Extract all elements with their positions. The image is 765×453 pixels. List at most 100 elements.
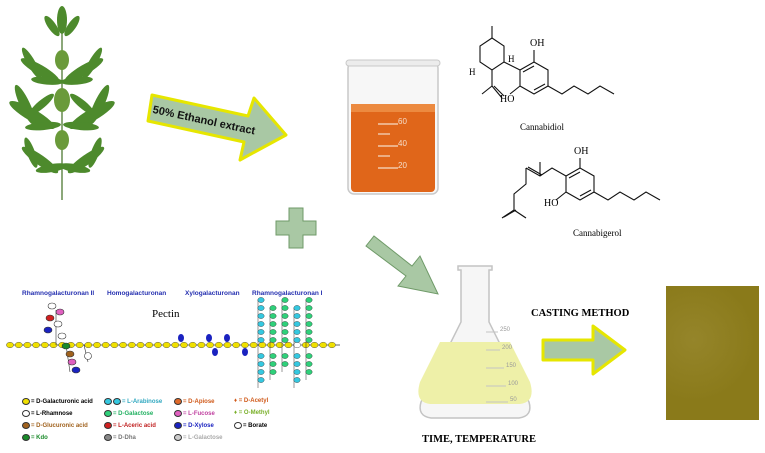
legend-glucuronic: = D-Glucuronic acid: [22, 422, 88, 429]
backbone-residue: [127, 341, 136, 349]
backbone-residue: [188, 341, 197, 349]
cbd-h-2: H: [469, 67, 476, 77]
rg1-sugar-residue: [293, 313, 301, 319]
cbd-h-1: H: [508, 54, 515, 64]
beaker-mark-60: 60: [398, 117, 407, 126]
flask-mark-50: 50: [510, 397, 517, 403]
rg1-sugar-residue: [269, 329, 277, 335]
rg1-sugar-residue: [257, 361, 265, 367]
rg1-sugar-residue: [281, 337, 289, 343]
rg1-sugar-residue: [257, 305, 265, 311]
rg1-sugar-residue: [305, 329, 313, 335]
legend-dha: = D-Dha: [104, 434, 136, 441]
pectin-region-hg: Homogalacturonan: [107, 290, 167, 297]
backbone-residue: [319, 341, 328, 349]
rg1-sugar-residue: [305, 297, 313, 303]
rg1-sugar-residue: [305, 369, 313, 375]
backbone-residue: [171, 341, 180, 349]
legend-methyl: ♦ = O-Methyl: [234, 410, 270, 416]
rg1-sugar-residue: [293, 369, 301, 375]
rg1-sugar-residue: [305, 313, 313, 319]
backbone-residue: [241, 341, 249, 349]
cannabidiol-label: Cannabidiol: [520, 122, 564, 132]
flask-mark-150: 150: [506, 363, 517, 369]
legend-acetyl: ♦ = D-Acetyl: [234, 398, 269, 404]
rg1-sugar-residue: [293, 337, 301, 343]
rg1-sugar-residue: [305, 305, 313, 311]
legend-galactose: = D-Galactose: [104, 410, 153, 417]
backbone-residue: [145, 341, 154, 349]
rg1-sugar-residue: [269, 337, 277, 343]
backbone-residue: [84, 341, 93, 349]
pectin-region-rg1: Rhamnogalacturonan I: [252, 290, 323, 297]
rg1-sugar-residue: [281, 329, 289, 335]
legend-aceric: = L-Aceric acid: [104, 422, 156, 429]
backbone-residue: [75, 341, 84, 349]
legend-arabinose: = L-Arabinose: [104, 398, 162, 405]
rg1-sugar-residue: [269, 313, 277, 319]
rg1-sugar-residue: [269, 361, 277, 367]
rg1-sugar-residue: [281, 361, 289, 367]
rg1-sugar-residue: [293, 353, 301, 359]
backbone-residue: [49, 341, 58, 349]
backbone-residue: [232, 341, 241, 349]
pectin-region-xg: Xylogalacturonan: [185, 290, 240, 297]
beaker-mark-20: 20: [398, 161, 407, 170]
rg1-sugar-residue: [281, 313, 289, 319]
rg1-sugar-residue: [305, 337, 313, 343]
legend-borate: = Borate: [234, 422, 267, 429]
backbone-residue: [40, 341, 49, 349]
backbone-residue: [14, 341, 23, 349]
rg1-sugar-residue: [257, 369, 265, 375]
rg1-sugar-residue: [293, 329, 301, 335]
backbone-residue: [101, 341, 110, 349]
backbone-residue: [93, 341, 101, 349]
pectin-film-image: [666, 286, 759, 420]
rg1-sugar-residue: [269, 305, 277, 311]
backbone-residue: [23, 341, 32, 349]
rg1-sugar-residue: [269, 321, 277, 327]
rg1-sugar-residue: [293, 361, 301, 367]
backbone-residue: [197, 341, 206, 349]
casting-method-label: CASTING METHOD: [531, 308, 630, 319]
legend-apiose: = D-Apiose: [174, 398, 215, 405]
rg1-sugar-residue: [281, 353, 289, 359]
rg1-sugar-residue: [293, 305, 301, 311]
backbone-residue: [310, 341, 319, 349]
rg1-sugar-residue: [281, 305, 289, 311]
backbone-residue: [223, 341, 232, 349]
rg1-sugar-residue: [305, 361, 313, 367]
rg1-sugar-residue: [293, 321, 301, 327]
time-temperature-label: TIME, TEMPERATURE: [422, 434, 536, 445]
cannabigerol-label: Cannabigerol: [573, 228, 622, 238]
rg1-sugar-residue: [269, 369, 277, 375]
rg1-sugar-residue: [257, 297, 265, 303]
rg1-sugar-residue: [257, 321, 265, 327]
backbone-residue: [6, 341, 14, 349]
backbone-residue: [154, 341, 162, 349]
legend-l-galactose: = L-Galactose: [174, 434, 223, 441]
backbone-residue: [249, 341, 258, 349]
flask-mark-100: 100: [508, 381, 519, 387]
legend-galacturonic: = D-Galacturonic acid: [22, 398, 93, 405]
backbone-residue: [180, 341, 188, 349]
rg1-sugar-residue: [257, 377, 265, 383]
backbone-residue: [136, 341, 145, 349]
rg1-sugar-residue: [257, 329, 265, 335]
rg1-sugar-residue: [281, 321, 289, 327]
rg1-sugar-residue: [281, 297, 289, 303]
backbone-residue: [206, 341, 214, 349]
pectin-title: Pectin: [152, 308, 180, 320]
pectin-region-rg2: Rhamnogalacturonan II: [22, 290, 95, 297]
backbone-residue: [119, 341, 127, 349]
legend-xylose: = D-Xylose: [174, 422, 214, 429]
